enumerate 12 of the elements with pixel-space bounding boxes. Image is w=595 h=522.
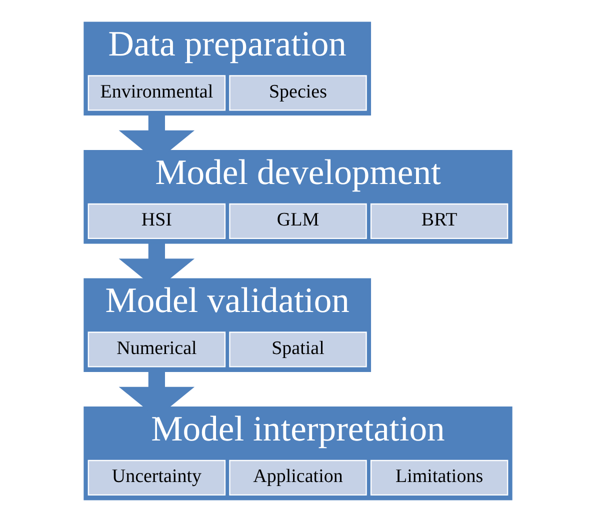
node-box: Spatial xyxy=(228,332,366,368)
node-box: Environmental xyxy=(87,75,226,111)
node-box: GLM xyxy=(228,203,366,240)
node-box: Uncertainty xyxy=(87,460,226,496)
node-box: Species xyxy=(228,75,366,111)
node-box: BRT xyxy=(370,203,508,240)
node-box: HSI xyxy=(87,203,226,240)
arrow xyxy=(118,371,194,418)
node-box: Application xyxy=(228,460,366,496)
node-box: Limitations xyxy=(370,460,508,496)
node-box: Numerical xyxy=(87,332,226,368)
arrow xyxy=(118,114,194,162)
